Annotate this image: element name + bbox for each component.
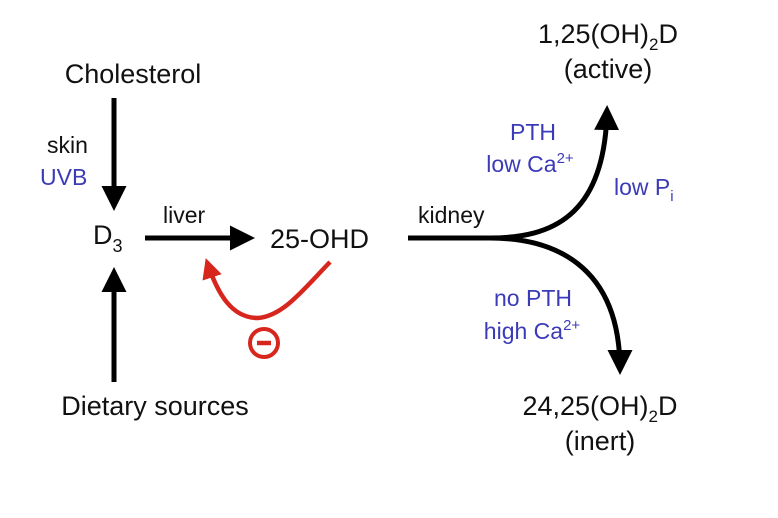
low-phosphate-label: low Pi [614,174,674,205]
kidney-label: kidney [418,202,485,228]
pth-label: PTH [510,119,556,145]
cholesterol-label: Cholesterol [65,59,202,89]
active-metabolite-label: 1,25(OH)2D [538,19,678,54]
dietary-sources-label: Dietary sources [61,391,249,421]
d3-label: D3 [93,220,123,256]
liver-label: liver [163,202,206,228]
active-state-label: (active) [564,54,653,84]
skin-label: skin [47,132,88,158]
minus-circle-icon [248,327,280,359]
no-pth-label: no PTH [494,285,572,311]
high-calcium-label: high Ca2+ [484,317,581,344]
uvb-label: UVB [40,164,87,190]
low-calcium-label: low Ca2+ [486,150,574,177]
inert-metabolite-label: 24,25(OH)2D [522,391,677,426]
to-inert-arrow [489,235,633,375]
25ohd-label: 25-OHD [270,224,369,254]
feedback-inhibition-arrow [202,258,332,321]
inert-state-label: (inert) [565,426,636,456]
